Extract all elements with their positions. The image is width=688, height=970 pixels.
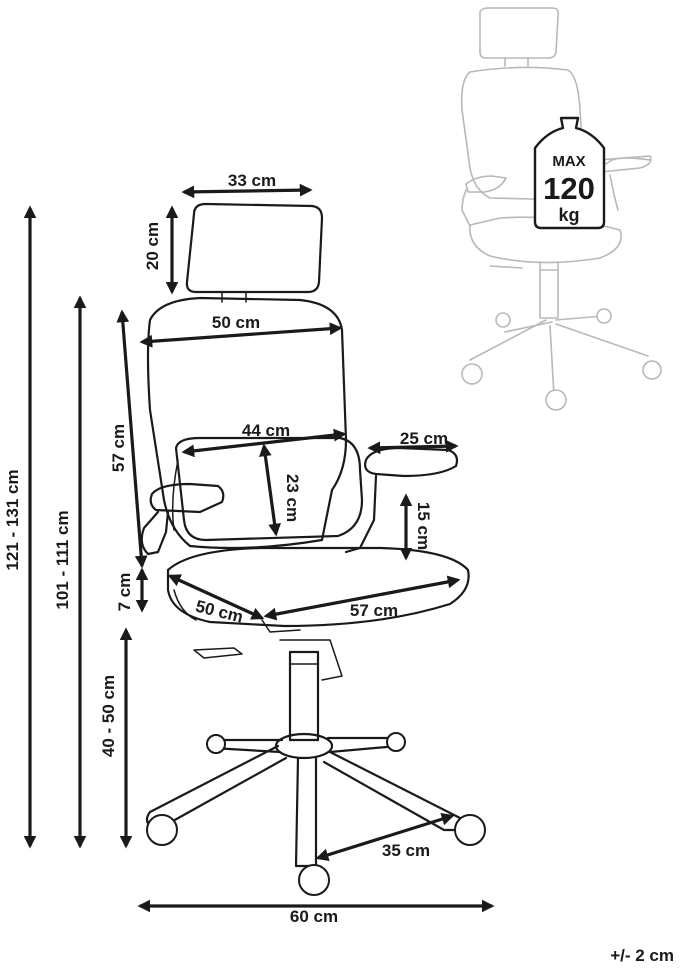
label-base-leg: 35 cm [382, 841, 430, 860]
dim-line-lumbar-height [259, 443, 281, 537]
label-seat-gap: 7 cm [115, 573, 134, 612]
label-backrest-width: 50 cm [212, 313, 260, 332]
left-armrest [149, 482, 225, 514]
label-seat-width: 57 cm [350, 601, 398, 620]
dim-line-armrest-length [367, 439, 459, 455]
dim-line-base-leg [315, 812, 455, 862]
label-headrest-height: 20 cm [143, 222, 162, 270]
dimension-labels: 33 cm 20 cm 50 cm 44 cm 23 cm 57 cm 25 c… [3, 171, 448, 926]
caster-back-right [386, 732, 406, 752]
base-leg-left [145, 744, 288, 828]
right-armrest [364, 446, 459, 478]
dim-line-seat-depth [167, 574, 265, 620]
headrest [185, 202, 324, 294]
dim-line-backrest-width [139, 322, 343, 348]
label-lumbar-width: 44 cm [242, 421, 290, 440]
label-seat-height: 40 - 50 cm [99, 675, 118, 757]
weight-icon [533, 116, 606, 230]
tolerance-note: +/- 2 cm [610, 946, 674, 965]
base-leg-front [294, 756, 318, 868]
dimension-lines [23, 183, 495, 913]
label-total-height: 121 - 131 cm [3, 469, 22, 570]
label-headrest-width: 33 cm [228, 171, 276, 190]
gas-lift [288, 650, 320, 742]
label-armrest-length: 25 cm [400, 429, 448, 448]
caster-left [146, 814, 178, 846]
caster-right [454, 814, 486, 846]
chair-illustration [140, 202, 486, 896]
weight-value: 120 [543, 171, 595, 206]
seat [166, 546, 470, 628]
label-base-width: 60 cm [290, 907, 338, 926]
weight-unit: kg [558, 205, 579, 225]
caster-front [298, 864, 330, 896]
dim-line-lumbar-width [181, 428, 347, 458]
weight-badge: MAX 120 kg [533, 116, 606, 230]
label-armrest-height: 15 cm [414, 502, 433, 550]
label-lumbar-height: 23 cm [283, 474, 302, 522]
dim-line-backrest-height [116, 309, 148, 569]
caster-back-left [206, 734, 226, 754]
label-armrest-floor-height: 101 - 111 cm [53, 510, 72, 609]
dim-line-headrest-width [181, 183, 313, 199]
backrest [146, 296, 348, 550]
dim-line-seat-width [263, 575, 461, 621]
weight-max-label: MAX [552, 153, 585, 170]
label-backrest-height: 57 cm [109, 424, 128, 472]
